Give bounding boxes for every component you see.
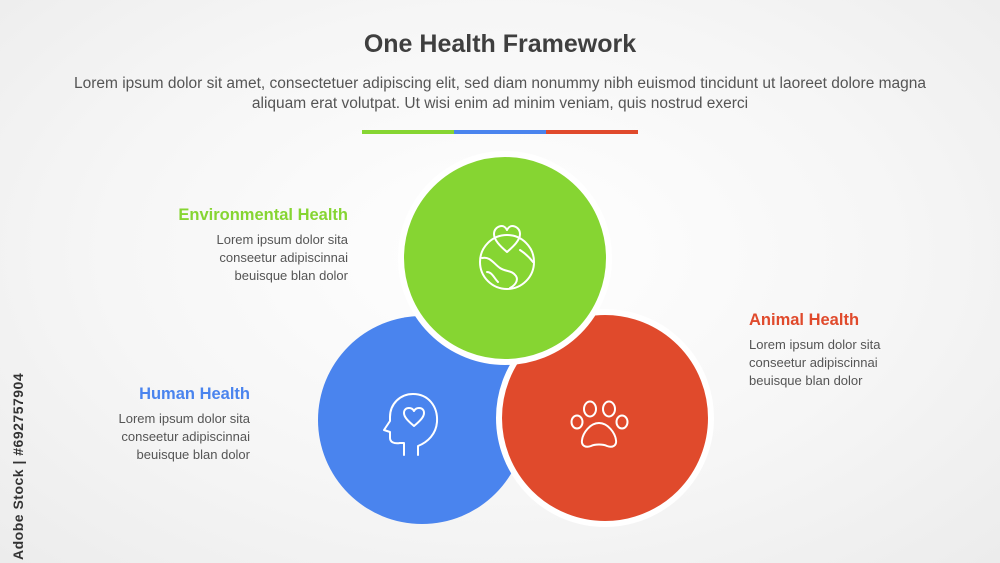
divider-green: [362, 130, 454, 134]
animal-health-label: Animal Health Lorem ipsum dolor sita con…: [749, 311, 919, 390]
environmental-health-label: Environmental Health Lorem ipsum dolor s…: [88, 206, 348, 285]
human-health-circle: [318, 316, 526, 524]
animal-health-text: Lorem ipsum dolor sita conseetur adipisc…: [749, 337, 881, 388]
environmental-health-text: Lorem ipsum dolor sita conseetur adipisc…: [216, 232, 349, 283]
human-health-text: Lorem ipsum dolor sita conseetur adipisc…: [118, 411, 251, 462]
divider-red: [546, 130, 638, 134]
paw-icon: [570, 400, 629, 448]
stock-watermark: Adobe Stock | #692757904: [10, 372, 26, 560]
human-health-label: Human Health Lorem ipsum dolor sita cons…: [0, 385, 251, 464]
head-heart-icon: [383, 393, 439, 456]
page-title: One Health Framework: [363, 30, 637, 58]
animal-health-heading: Animal Health: [749, 311, 860, 329]
environmental-health-circle: [398, 151, 612, 365]
environmental-health-heading: Environmental Health: [178, 206, 348, 224]
earth-heart-icon: [479, 225, 535, 290]
page-subtitle: Lorem ipsum dolor sit amet, consectetuer…: [73, 75, 927, 112]
divider-blue: [454, 130, 546, 134]
human-health-heading: Human Health: [139, 385, 250, 403]
animal-health-circle: [496, 309, 714, 527]
